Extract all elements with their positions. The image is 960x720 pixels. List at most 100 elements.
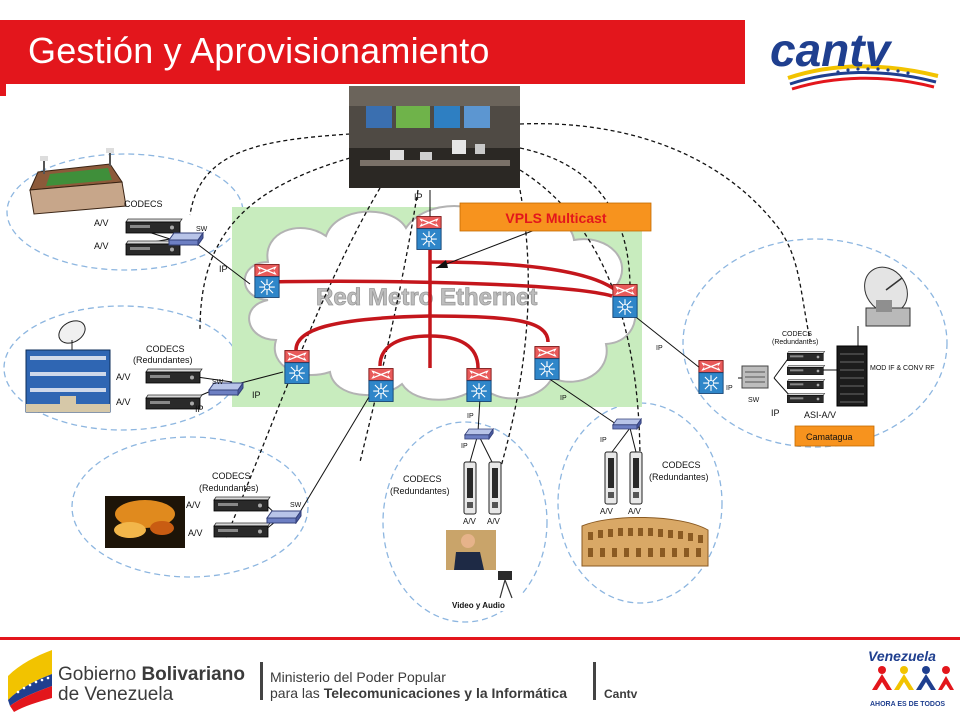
router-icon-lower-center-left [368,367,394,403]
stadium-av-label-1: A/V [94,218,109,228]
camatagua-switch-icon [741,365,769,389]
gobierno-line-1: Gobierno Bolivariano [58,664,245,685]
colosseum-redundantes-label: (Redundantes) [649,472,709,482]
footer-cantv: Cantv [604,687,638,701]
building-sw-label: SW [212,379,224,386]
colosseum-av-label-2: A/V [628,507,642,516]
theater-image [105,496,185,548]
building-av-label-1: A/V [116,372,131,382]
camatagua-ip-label-2: IP [726,385,733,392]
studio-codecs-label: CODECS [403,474,442,484]
building-ip-label-1: IP [252,390,261,400]
router-icon-lower-center [466,367,492,403]
camatagua-label-box [794,425,875,447]
building-image [25,320,111,413]
title-banner-edge [0,84,6,96]
ministerio-line-1: Ministerio del Poder Popular [270,669,446,685]
building-av-label-2: A/V [116,397,131,407]
colosseum-switch-icon [612,418,642,430]
stadium-image [29,148,127,215]
stadium-codec-icon-1 [125,218,183,234]
camatagua-asi-label: ASI-A/V [804,410,836,420]
stadium-codecs-label: CODECS [124,199,163,209]
camatagua-ip-label-1: IP [656,345,663,352]
theater-redundantes-label: (Redundantes) [199,483,259,493]
stadium-ip-label: IP [219,264,228,274]
theater-av-label-2: A/V [188,528,203,538]
colosseum-ip-label-1: IP [560,395,567,402]
building-codec-icon-2 [145,394,203,410]
colosseum-codec-tower-icon-2 [629,451,643,505]
gobierno-line-2: de Venezuela [58,684,174,705]
stadium-sw-label: SW [196,226,208,233]
studio-codec-tower-icon-1 [463,461,477,515]
colosseum-image [581,517,709,567]
camatagua-sw-label: SW [748,397,760,404]
colosseum-ip-label-2: IP [600,437,607,444]
page-title: Gestión y Aprovisionamiento [28,30,490,71]
venezuela-logo-text: Venezuela [868,648,936,664]
venezuela-ahora-logo: Venezuela AHORA ES DE TODOS [868,648,954,708]
building-codec-icon-1 [145,368,203,384]
stadium-switch-icon [168,232,204,246]
camatagua-codec-icon-2 [786,364,826,376]
vpls-multicast-label-box [459,202,652,232]
camatagua-ip-label-3: IP [771,408,780,418]
building-codecs-label: CODECS [146,344,185,354]
router-icon-right [612,283,638,319]
site-ellipse-theater [71,436,309,578]
camatagua-codecs-label: CODECS [782,331,812,338]
colosseum-codec-tower-icon-1 [604,451,618,505]
footer-divider-1 [260,662,263,700]
camatagua-redundantes-label: (Redundantes) [772,339,818,346]
camatagua-codec-icon-3 [786,378,826,390]
theater-sw-label: SW [290,502,302,509]
theater-switch-icon [266,510,302,524]
router-icon-left [254,263,280,299]
studio-av-label-2: A/V [487,517,501,526]
camatagua-codec-icon-1 [786,350,826,362]
studio-av-label-1: A/V [463,517,477,526]
studio-switch-icon [464,428,494,440]
venezuela-flag-icon [8,650,52,712]
camatagua-mod-label: MOD IF & CONV RF [870,365,935,372]
studio-ip-label-1: IP [467,413,474,420]
site-ellipse-colosseum [557,402,723,604]
colosseum-av-label-1: A/V [600,507,614,516]
title-banner [0,20,745,84]
cantv-logo: cantv [770,24,939,91]
site-ellipse-camatagua [682,238,948,448]
top-ip-label: IP [414,192,423,202]
router-icon-lower-right [534,345,560,381]
camatagua-label: Camatagua [806,432,853,442]
stadium-av-label-2: A/V [94,241,109,251]
building-ip-label-2: IP [195,404,204,414]
vpls-multicast-label: VPLS Multicast [505,210,606,226]
studio-presenter-image [442,527,522,611]
cloud-label: Red Metro Ethernet [316,284,537,311]
site-ellipse-studio [382,421,548,623]
theater-codec-icon-2 [213,522,271,538]
building-redundantes-label: (Redundantes) [133,355,193,365]
colosseum-codecs-label: CODECS [662,460,701,470]
cantv-logo-text: cantv [770,24,893,76]
venezuela-slogan: AHORA ES DE TODOS [870,701,945,708]
theater-av-label-1: A/V [186,500,201,510]
studio-codec-tower-icon-2 [488,461,502,515]
studio-ip-label-2: IP [461,443,468,450]
router-icon-lower-left [284,349,310,385]
camatagua-rack-icon [836,345,868,407]
ministerio-line-2: para las Telecomunicaciones y la Informá… [270,685,567,701]
theater-codec-icon-1 [213,496,271,512]
control-center-image [349,86,520,188]
studio-redundantes-label: (Redundantes) [390,486,450,496]
theater-codecs-label: CODECS [212,471,251,481]
router-icon-top [416,215,442,251]
camatagua-codec-icon-4 [786,392,826,404]
router-icon-camatagua [698,359,724,395]
studio-caption: Video y Audio [452,601,505,610]
footer-rule [0,637,960,640]
footer-divider-2 [593,662,596,700]
